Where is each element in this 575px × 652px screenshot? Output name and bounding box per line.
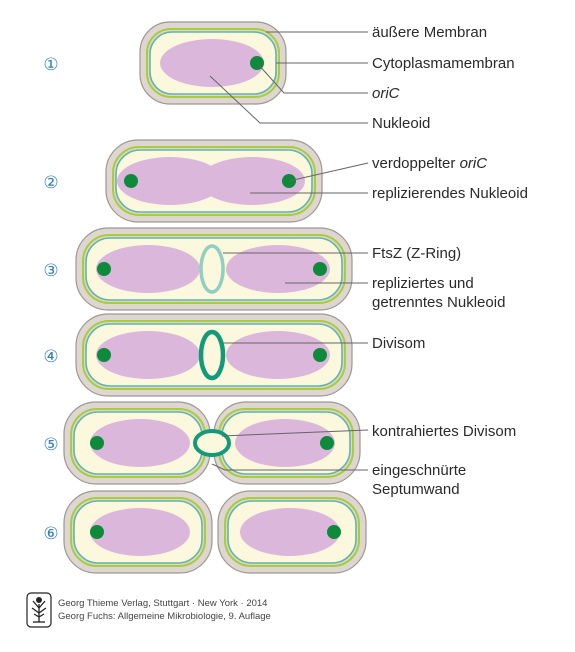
nucleoid-left: [96, 331, 200, 379]
stage-number-5: ⑤: [43, 435, 58, 455]
label-duplicated-oric-em: oriC: [460, 155, 488, 172]
oric-dot-left: [90, 525, 104, 539]
credit-line-2: Georg Fuchs: Allgemeine Mikrobiologie, 9…: [58, 611, 271, 622]
stage-number-6: ⑥: [43, 524, 58, 544]
stage-number-4: ④: [43, 347, 58, 367]
nucleoid-left: [90, 419, 190, 467]
stage-1-cell: [139, 21, 287, 105]
oric-dot-right: [313, 348, 327, 362]
ftsz-ring: [199, 244, 225, 294]
label-contracted-divisome: kontrahiertes Divisom: [372, 423, 516, 440]
oric-dot-left: [97, 262, 111, 276]
nucleoid-left: [117, 157, 223, 205]
label-nucleoid: Nukleoid: [372, 115, 430, 132]
labels: äußere Membran Cytoplasmamembran oriC Nu…: [372, 24, 528, 498]
label-oric: oriC: [372, 85, 400, 102]
cell-wall-left: [70, 497, 206, 567]
nucleoid-right: [240, 508, 340, 556]
leader-nucleoid: [209, 75, 368, 124]
credit-line-1: Georg Thieme Verlag, Stuttgart · New Yor…: [58, 598, 267, 609]
label-replicating-nucleoid: replizierendes Nukleoid: [372, 185, 528, 202]
leader-duplicated-oric: [288, 162, 369, 182]
label-cytoplasm-membrane: Cytoplasmamembran: [372, 55, 515, 72]
label-outer-membrane: äußere Membran: [372, 24, 487, 41]
nucleoid: [160, 39, 264, 87]
label-duplicated-oric-prefix: verdoppelter: [372, 155, 460, 172]
nucleoid-right: [235, 419, 335, 467]
stage-numbers: ① ② ③ ④ ⑤ ⑥: [43, 55, 58, 544]
thieme-logo-icon: [26, 592, 52, 628]
stage-6-cells: [63, 490, 367, 574]
oric-dot-right: [327, 525, 341, 539]
leader-contracted-divisome: [221, 429, 369, 437]
contracted-divisome: [193, 429, 231, 457]
oric-dot-left: [97, 348, 111, 362]
cell-wall: [82, 234, 346, 304]
nucleoid-left: [96, 245, 200, 293]
leader-septum: [211, 463, 368, 471]
label-duplicated-oric: verdoppelter oriC: [372, 155, 487, 172]
label-septum-line2: Septumwand: [372, 481, 460, 498]
stage-4-cell: [75, 313, 353, 397]
oric-dot-left: [124, 174, 138, 188]
leader-oric: [256, 62, 368, 94]
stage-2-cell: [105, 139, 323, 223]
cell-wall: [82, 320, 346, 390]
nucleoid-right: [226, 245, 330, 293]
cell-wall-right: [224, 497, 360, 567]
label-divisome: Divisom: [372, 335, 425, 352]
nucleoid-left: [90, 508, 190, 556]
label-replicated-line2: getrenntes Nukleoid: [372, 294, 505, 311]
stage-number-2: ②: [43, 173, 58, 193]
divisome-ring: [198, 329, 226, 381]
stage-number-3: ③: [43, 261, 58, 281]
label-septum-line1: eingeschnürte: [372, 462, 466, 479]
label-ftsz: FtsZ (Z-Ring): [372, 245, 461, 262]
oric-dot-right: [313, 262, 327, 276]
stage-number-1: ①: [43, 55, 58, 75]
label-replicated-line1: repliziertes und: [372, 275, 474, 292]
publisher-credit: Georg Thieme Verlag, Stuttgart · New Yor…: [26, 592, 271, 628]
oric-dot-left: [90, 436, 104, 450]
stage-3-cell: [75, 227, 353, 311]
stage-5-cells: [63, 401, 361, 485]
cell-wall: [112, 146, 316, 216]
oric-dot-right: [320, 436, 334, 450]
leader-lines: [209, 31, 369, 471]
